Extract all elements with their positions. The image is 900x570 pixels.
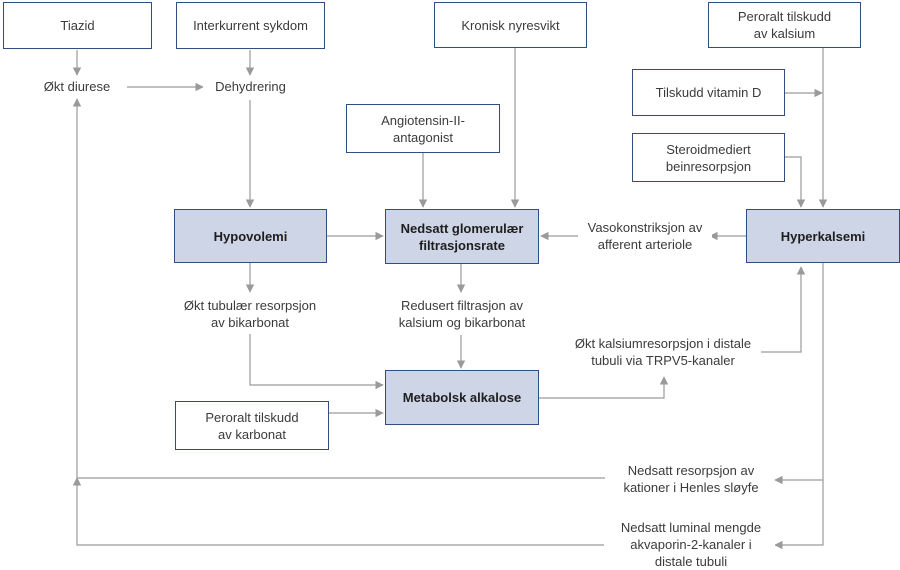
- label-nedsatt-resorpsjon-kationer: Nedsatt resorpsjon av kationer i Henles …: [608, 462, 774, 496]
- box-hypovolemi: Hypovolemi: [174, 209, 327, 263]
- label-nedsatt-luminal-mengde: Nedsatt luminal mengde akvaporin-2-kanal…: [607, 519, 775, 570]
- arrow-tubular-to-alkalose: [249, 334, 384, 390]
- box-peroralt-tilskudd-karbonat: Peroralt tilskudd av karbonat: [175, 401, 329, 450]
- box-hyperkalsemi: Hyperkalsemi: [746, 209, 900, 263]
- label-okt-tubular-resorpsjon: Økt tubulær resorpsjon av bikarbonat: [170, 297, 330, 331]
- arrow-kalsiumresorpsjon-to-hyperkalsemi: [761, 266, 806, 353]
- box-nedsatt-glomerular-filtrasjonsrate: Nedsatt glomerulær filtrasjonsrate: [385, 209, 539, 264]
- label-okt-diurese: Økt diurese: [27, 78, 127, 95]
- arrow-akvaporin-to-diurese: [72, 477, 604, 546]
- box-steroidmediert-beinresorpsjon: Steroidmediert beinresorpsjon: [632, 133, 785, 182]
- box-peroralt-tilskudd-kalsium: Peroralt tilskudd av kalsium: [708, 2, 861, 48]
- arrow-alkalose-to-kalsiumresorpsjon: [539, 376, 669, 399]
- box-tiazid: Tiazid: [3, 2, 152, 49]
- arrow-hyperkalsemi-to-akvaporin: [774, 480, 824, 550]
- arrow-steroid-to-hyperkalsemi: [785, 156, 806, 208]
- label-vasokonstriksjon: Vasokonstriksjon av afferent arteriole: [578, 219, 712, 253]
- label-dehydrering: Dehydrering: [203, 78, 298, 95]
- box-metabolsk-alkalose: Metabolsk alkalose: [385, 370, 539, 425]
- box-tilskudd-vitamin-d: Tilskudd vitamin D: [632, 69, 785, 116]
- box-interkurrent-sykdom: Interkurrent sykdom: [176, 2, 325, 49]
- label-redusert-filtrasjon: Redusert filtrasjon av kalsium og bikarb…: [385, 297, 539, 331]
- box-kronisk-nyresvikt: Kronisk nyresvikt: [434, 2, 587, 48]
- arrow-hyperkalsemi-to-kationer: [774, 263, 824, 485]
- label-okt-kalsiumresorpsjon: Økt kalsiumresorpsjon i distale tubuli v…: [565, 335, 761, 369]
- box-angiotensin-ii-antagonist: Angiotensin-II- antagonist: [346, 104, 500, 153]
